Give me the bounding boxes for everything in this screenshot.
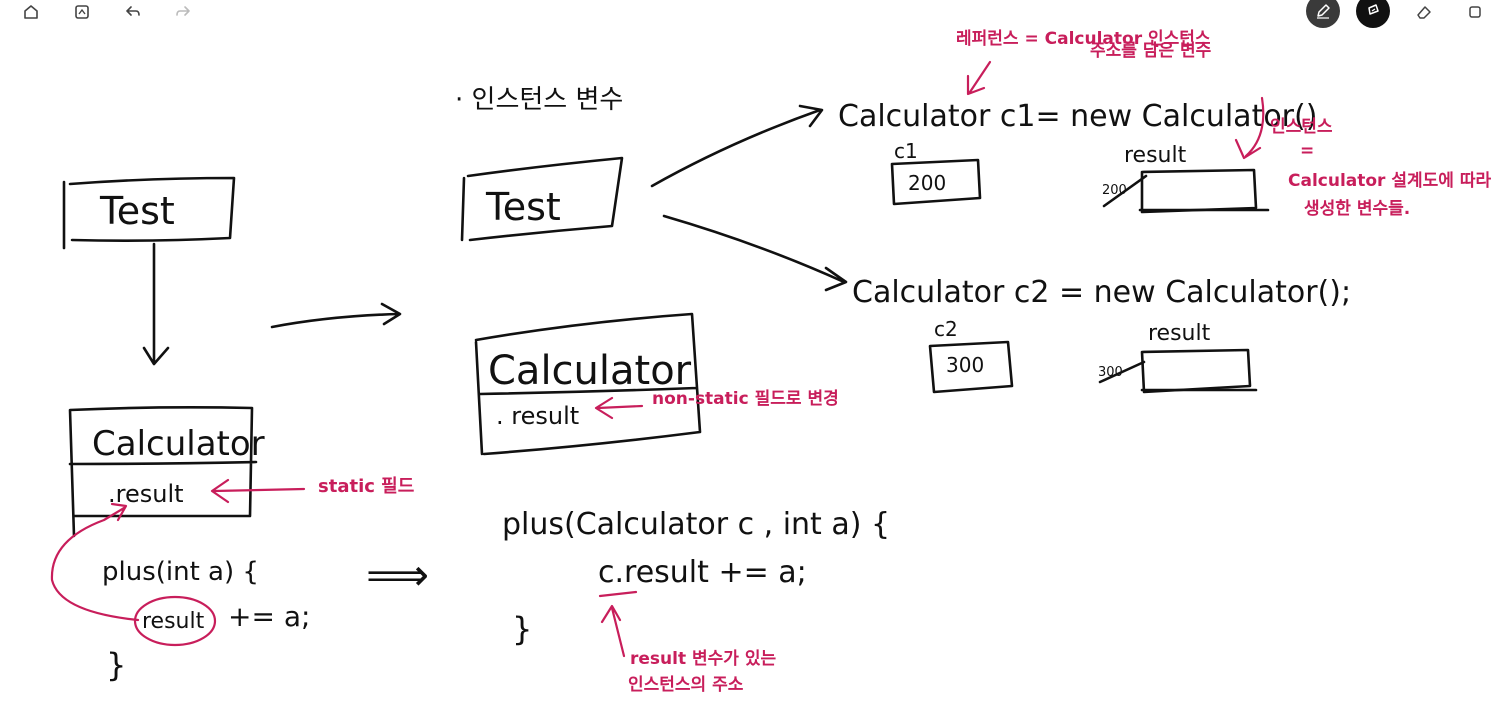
result2-box xyxy=(1142,350,1250,392)
middle-method-body: c.result += a; xyxy=(598,555,807,590)
result1-label: result xyxy=(1124,143,1187,168)
left-method-body-rest: += a; xyxy=(228,600,310,633)
address-note-arrow xyxy=(602,606,624,656)
instance-note-line2: = xyxy=(1300,141,1314,161)
left-diagram: Test Calculator .result static 필드 plus(i… xyxy=(52,178,414,684)
result2-label: result xyxy=(1148,321,1211,346)
c-underline xyxy=(600,592,636,596)
instance-variable-heading: · 인스턴스 변수 xyxy=(455,85,623,115)
reference-note-line2: 주소를 담은 변수 xyxy=(1090,41,1212,61)
c1-label: c1 xyxy=(894,139,918,163)
result1-old-value: 200 xyxy=(1102,183,1127,198)
instance-note-line1: 인스턴스 xyxy=(1270,117,1333,137)
nonstatic-note: non-static 필드로 변경 xyxy=(652,389,839,409)
static-note: static 필드 xyxy=(318,476,414,497)
left-test-label: Test xyxy=(99,189,175,233)
address-note-line2: 인스턴스의 주소 xyxy=(628,675,744,695)
middle-method-signature: plus(Calculator c , int a) { xyxy=(502,507,890,542)
instance-note-line3: Calculator 설계도에 따라 xyxy=(1288,171,1491,191)
transition-arrow-top xyxy=(272,304,400,327)
arrow-to-c2 xyxy=(664,216,846,290)
arrow-to-c1 xyxy=(652,106,822,186)
middle-method-close: } xyxy=(512,610,532,648)
instance-note-line4: 생성한 변수들. xyxy=(1304,199,1410,219)
left-result-field: .result xyxy=(108,480,184,508)
middle-test-label: Test xyxy=(485,185,561,229)
reference-note-arrow xyxy=(968,62,990,94)
implies-arrow: ⟹ xyxy=(366,550,429,601)
left-calculator-label: Calculator xyxy=(92,424,265,464)
static-note-arrow xyxy=(212,480,304,502)
middle-result-field: . result xyxy=(496,402,579,430)
statement-c2: Calculator c2 = new Calculator(); xyxy=(852,275,1351,310)
result1-box xyxy=(1142,170,1256,212)
c2-label: c2 xyxy=(934,317,958,341)
c1-value: 200 xyxy=(908,171,946,195)
middle-calculator-label: Calculator xyxy=(488,348,692,394)
right-diagram: 레퍼런스 = Calculator 인스턴스 주소를 담은 변수 Calcula… xyxy=(838,29,1491,392)
middle-diagram: · 인스턴스 변수 Test Calculator . result non-s… xyxy=(455,85,890,695)
result1-strike xyxy=(1104,176,1268,210)
left-method-body-var: result xyxy=(142,609,205,634)
left-method-close: } xyxy=(106,646,126,684)
nonstatic-note-arrow xyxy=(596,398,642,418)
statement-c1: Calculator c1= new Calculator() xyxy=(838,99,1317,134)
address-note-line1: result 변수가 있는 xyxy=(630,649,776,669)
left-down-arrow xyxy=(144,244,168,364)
c2-value: 300 xyxy=(946,353,984,377)
left-method-signature: plus(int a) { xyxy=(102,557,259,587)
